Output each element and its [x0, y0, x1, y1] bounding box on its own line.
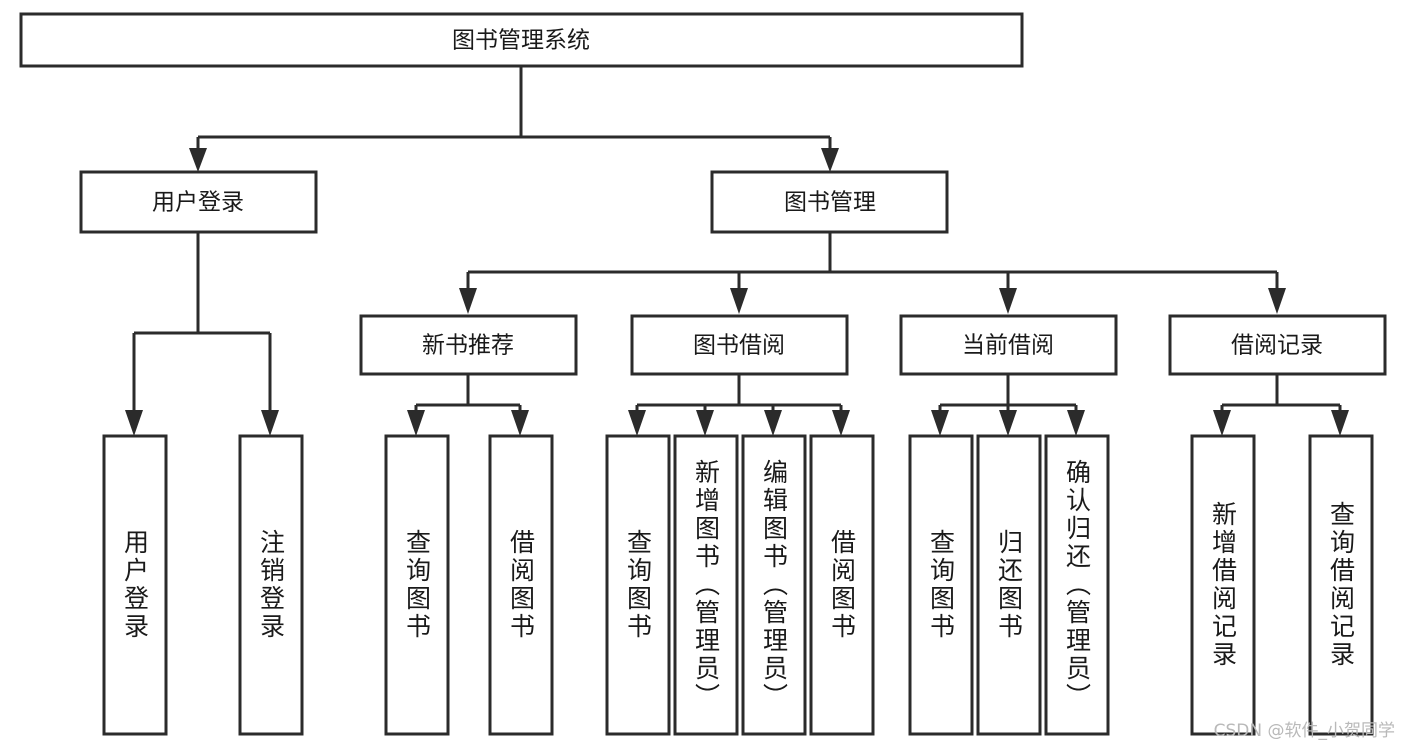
- node-new-book-recommend-box[interactable]: [359, 314, 578, 376]
- leaf-node[interactable]: 归还图书: [976, 434, 1042, 736]
- leaf-book-borrow-lend-box[interactable]: [809, 434, 875, 736]
- leaf-user-login-login-label: 用户登录: [121, 529, 150, 641]
- leaf-borrow-record-query-box[interactable]: [1308, 434, 1374, 736]
- node-borrow-record[interactable]: 借阅记录: [1168, 314, 1387, 376]
- leaf-borrow-record-query-label: 查询借阅记录: [1327, 501, 1356, 669]
- node-book-manage[interactable]: 图书管理: [710, 170, 949, 234]
- node-current-borrow-label: 当前借阅: [962, 333, 1054, 359]
- leaf-current-borrow-confirm-label: 确认归还（管理员）: [1063, 459, 1092, 711]
- node-user-login-box[interactable]: [79, 170, 318, 234]
- node-user-login[interactable]: 用户登录: [79, 170, 318, 234]
- leaf-node[interactable]: 查询借阅记录: [1308, 434, 1374, 736]
- leaf-current-borrow-confirm-box[interactable]: [1044, 434, 1110, 736]
- leaf-new-book-borrow-label: 借阅图书: [507, 529, 536, 641]
- leaf-node[interactable]: 查询图书: [908, 434, 974, 736]
- leaf-node[interactable]: 注销登录: [238, 434, 304, 736]
- leaf-book-borrow-query-label: 查询图书: [624, 529, 653, 641]
- leaf-node[interactable]: 新增图书（管理员）: [673, 434, 739, 736]
- arrow-head-new-book: [459, 288, 477, 314]
- node-book-manage-box[interactable]: [710, 170, 949, 234]
- leaf-new-book-query-label: 查询图书: [403, 529, 432, 641]
- leaf-current-borrow-return-label: 归还图书: [995, 529, 1024, 641]
- node-book-borrow-box[interactable]: [630, 314, 849, 376]
- leaf-new-book-borrow-box[interactable]: [488, 434, 554, 736]
- leaf-user-login-logout-box[interactable]: [238, 434, 304, 736]
- leaf-book-borrow-lend-label: 借阅图书: [828, 529, 857, 641]
- arrow-head-leaf-new-book-1: [407, 410, 425, 436]
- arrow-head-leaf-new-book-2: [511, 410, 529, 436]
- leaf-node[interactable]: 查询图书: [605, 434, 671, 736]
- node-root[interactable]: 图书管理系统: [19, 12, 1024, 68]
- arrow-head-book-borrow: [730, 288, 748, 314]
- leaf-node[interactable]: 借阅图书: [488, 434, 554, 736]
- leaf-new-book-query-box[interactable]: [384, 434, 450, 736]
- node-current-borrow-box[interactable]: [899, 314, 1118, 376]
- leaf-book-borrow-query-box[interactable]: [605, 434, 671, 736]
- leaf-node[interactable]: 用户登录: [102, 434, 168, 736]
- arrow-head-leaf-book-borrow-2: [696, 410, 714, 436]
- leaf-node[interactable]: 借阅图书: [809, 434, 875, 736]
- node-book-manage-label: 图书管理: [784, 190, 876, 216]
- connector-layer: [125, 66, 1349, 436]
- node-new-book-recommend-label: 新书推荐: [422, 333, 514, 359]
- leaf-book-borrow-edit-label: 编辑图书（管理员）: [760, 459, 789, 711]
- leaf-node[interactable]: 编辑图书（管理员）: [741, 434, 807, 736]
- arrow-head-leaf-user-login-1: [125, 410, 143, 436]
- node-user-login-label: 用户登录: [152, 190, 244, 216]
- arrow-head-leaf-book-borrow-4: [832, 410, 850, 436]
- node-root-box[interactable]: [19, 12, 1024, 68]
- arrow-head-leaf-book-borrow-1: [628, 410, 646, 436]
- leaf-current-borrow-query-label: 查询图书: [927, 529, 956, 641]
- leaf-book-borrow-edit-box[interactable]: [741, 434, 807, 736]
- node-book-borrow-label: 图书借阅: [693, 333, 785, 359]
- arrow-head-book-manage: [821, 148, 839, 172]
- leaf-book-borrow-add-label: 新增图书（管理员）: [692, 459, 721, 711]
- leaf-user-login-logout-label: 注销登录: [257, 529, 286, 641]
- leaf-node[interactable]: 新增借阅记录: [1190, 434, 1256, 736]
- arrow-head-borrow-record: [1268, 288, 1286, 314]
- leaf-node[interactable]: 查询图书: [384, 434, 450, 736]
- arrow-head-leaf-book-borrow-3: [764, 410, 782, 436]
- arrow-head-leaf-borrow-record-2: [1331, 410, 1349, 436]
- leaf-current-borrow-query-box[interactable]: [908, 434, 974, 736]
- arrow-head-leaf-current-borrow-1: [931, 410, 949, 436]
- leaf-current-borrow-return-box[interactable]: [976, 434, 1042, 736]
- leaf-borrow-record-add-box[interactable]: [1190, 434, 1256, 736]
- leaf-node[interactable]: 确认归还（管理员）: [1044, 434, 1110, 736]
- arrow-head-leaf-user-login-2: [261, 410, 279, 436]
- leaf-borrow-record-add-label: 新增借阅记录: [1209, 501, 1238, 669]
- arrow-head-leaf-current-borrow-3: [1067, 410, 1085, 436]
- leaf-book-borrow-add-box[interactable]: [673, 434, 739, 736]
- node-borrow-record-box[interactable]: [1168, 314, 1387, 376]
- arrow-head-leaf-current-borrow-2: [999, 410, 1017, 436]
- node-current-borrow[interactable]: 当前借阅: [899, 314, 1118, 376]
- node-book-borrow[interactable]: 图书借阅: [630, 314, 849, 376]
- csdn-watermark: CSDN @软件_小贺同学: [1213, 721, 1395, 741]
- leaf-user-login-login-box[interactable]: [102, 434, 168, 736]
- node-root-label: 图书管理系统: [452, 28, 590, 54]
- arrow-head-current-borrow: [999, 288, 1017, 314]
- arrow-head-user-login: [189, 148, 207, 172]
- node-borrow-record-label: 借阅记录: [1231, 333, 1323, 359]
- arrow-head-leaf-borrow-record-1: [1213, 410, 1231, 436]
- node-new-book-recommend[interactable]: 新书推荐: [359, 314, 578, 376]
